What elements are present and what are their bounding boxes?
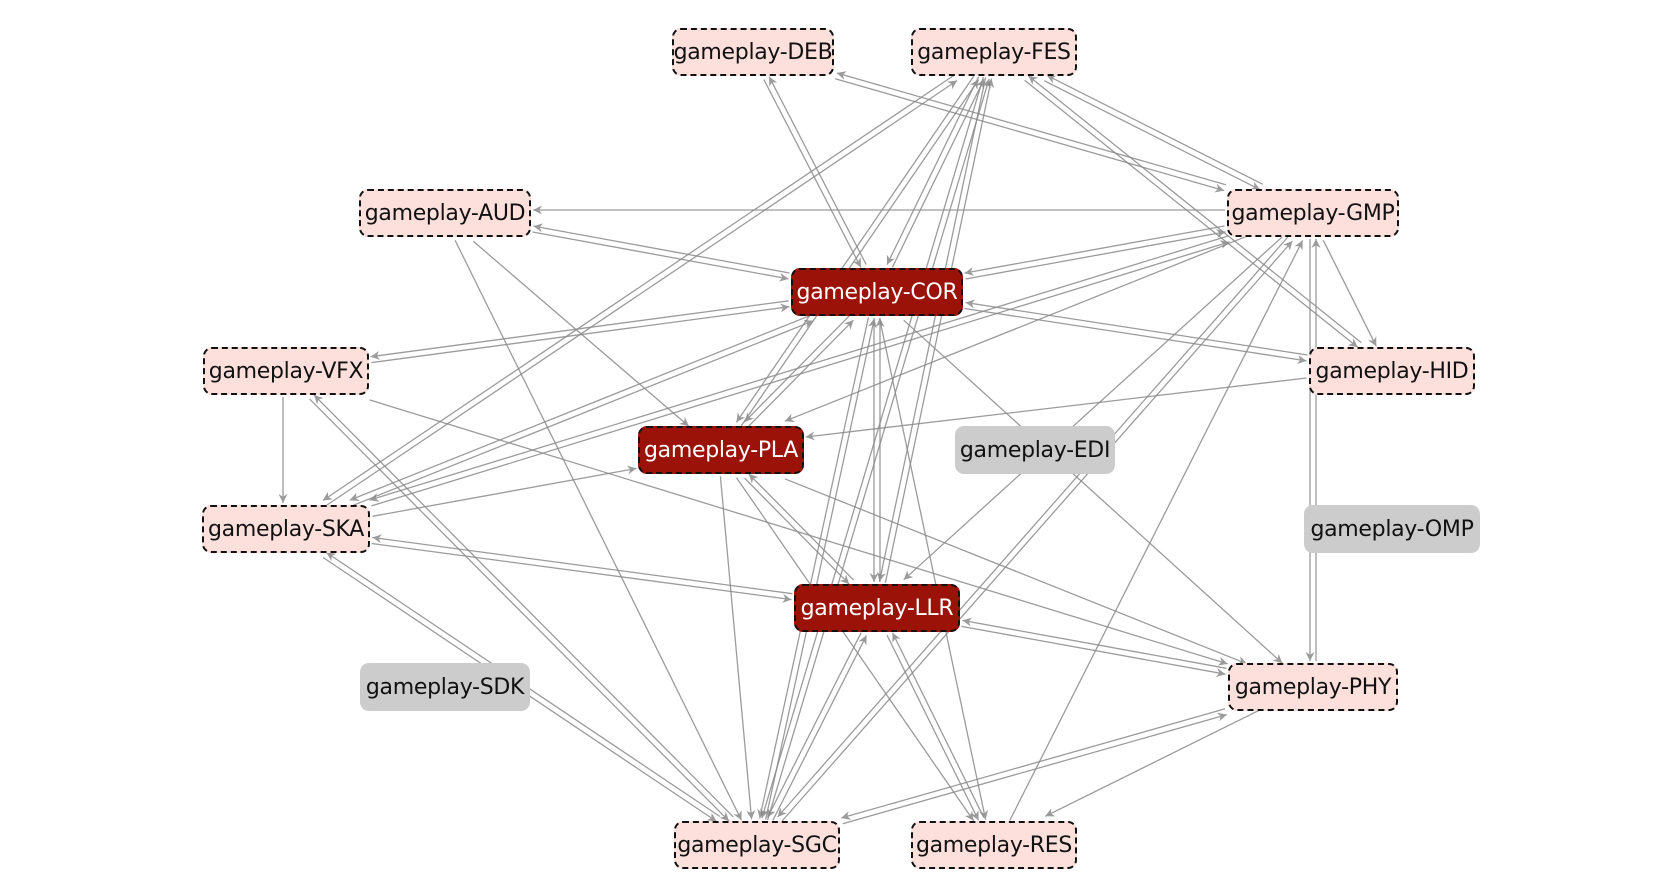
- edge-res-to-llr: [891, 632, 985, 818]
- edge-sgc-to-llr: [772, 635, 868, 821]
- edge-pla-to-phy: [784, 478, 1248, 665]
- edge-gmp-to-sgc: [777, 236, 1289, 818]
- edge-pla-to-llr: [744, 477, 850, 585]
- edge-fes-to-gmp: [1043, 80, 1261, 191]
- edge-layer: [278, 71, 1377, 825]
- node-label: gameplay-DEB: [673, 39, 833, 65]
- node-gameplay-sgc[interactable]: gameplay-SGC: [674, 821, 840, 869]
- edge-cor-to-aud: [533, 223, 790, 274]
- edge-ska-to-pla: [372, 465, 637, 517]
- edge-cor-to-fes: [891, 79, 985, 268]
- node-label: gameplay-HID: [1315, 358, 1469, 384]
- edge-fes-to-sgc: [760, 76, 985, 819]
- edge-deb-to-cor: [763, 79, 862, 268]
- node-gameplay-llr[interactable]: gameplay-LLR: [794, 584, 960, 632]
- node-gameplay-cor[interactable]: gameplay-COR: [791, 268, 963, 316]
- edge-aud-to-cor: [532, 231, 789, 282]
- node-label: gameplay-SKA: [208, 516, 364, 542]
- node-label: gameplay-RES: [915, 832, 1073, 858]
- edge-phy-to-res: [1044, 709, 1260, 817]
- edge-cor-to-res: [878, 318, 989, 820]
- edge-deb-to-gmp: [835, 78, 1225, 193]
- node-label: gameplay-OMP: [1310, 516, 1474, 542]
- edge-llr-to-fes: [884, 78, 995, 583]
- edge-gmp-to-pla: [784, 235, 1248, 423]
- edge-cor-to-sgc: [757, 317, 870, 819]
- node-label: gameplay-VFX: [208, 358, 364, 384]
- edge-sgc-to-gmp: [781, 240, 1293, 822]
- edge-cor-to-deb: [768, 76, 867, 265]
- edge-ska-to-cor: [351, 319, 814, 507]
- edge-cor-to-phy: [903, 319, 1283, 664]
- edge-gmp-to-hid: [1322, 240, 1377, 347]
- edge-res-to-gmp: [1009, 240, 1304, 821]
- edge-gmp-to-ska: [369, 235, 1228, 502]
- edge-vfx-to-cor: [371, 303, 790, 364]
- edge-llr-to-sgc: [766, 632, 862, 818]
- edge-hid-to-cor: [965, 299, 1308, 356]
- node-gameplay-ska[interactable]: gameplay-SKA: [202, 505, 370, 553]
- node-gameplay-omp[interactable]: gameplay-OMP: [1304, 505, 1480, 553]
- node-gameplay-pla[interactable]: gameplay-PLA: [638, 426, 804, 474]
- edge-sgc-to-vfx: [313, 394, 734, 818]
- edge-aud-to-sgc: [454, 240, 743, 821]
- edge-fes-to-ska: [322, 74, 955, 502]
- node-label: gameplay-SDK: [365, 674, 525, 700]
- edge-cor-to-vfx: [370, 300, 789, 360]
- node-label: gameplay-COR: [796, 279, 958, 305]
- edge-gmp-to-cor: [964, 225, 1225, 276]
- node-label: gameplay-AUD: [364, 200, 526, 226]
- edge-fes-to-pla: [735, 75, 975, 423]
- edge-cor-to-hid: [964, 307, 1307, 364]
- node-label: gameplay-PHY: [1234, 674, 1392, 700]
- edge-gmp-to-fes: [1046, 74, 1264, 185]
- node-gameplay-gmp[interactable]: gameplay-GMP: [1227, 189, 1399, 237]
- edge-ska-to-fes: [325, 79, 958, 507]
- edge-cor-to-pla: [744, 315, 850, 423]
- edge-llr-to-pla: [748, 473, 854, 581]
- edge-vfx-to-sgc: [309, 398, 730, 822]
- edge-fes-to-cor: [886, 76, 980, 265]
- node-gameplay-aud[interactable]: gameplay-AUD: [359, 189, 531, 237]
- edge-cor-to-ska: [349, 314, 812, 502]
- node-gameplay-phy[interactable]: gameplay-PHY: [1228, 663, 1398, 711]
- edge-phy-to-sgc: [841, 708, 1226, 820]
- edge-gmp-to-deb: [836, 71, 1226, 186]
- node-gameplay-deb[interactable]: gameplay-DEB: [672, 28, 834, 76]
- node-gameplay-fes[interactable]: gameplay-FES: [911, 28, 1077, 76]
- node-label: gameplay-GMP: [1231, 200, 1395, 226]
- edge-pla-to-sgc: [719, 476, 756, 820]
- node-label: gameplay-PLA: [643, 437, 799, 463]
- node-gameplay-sdk[interactable]: gameplay-SDK: [360, 663, 530, 711]
- edge-pla-to-fes: [740, 79, 980, 427]
- edge-cor-to-gmp: [965, 229, 1226, 280]
- edge-sgc-to-fes: [766, 78, 991, 821]
- node-label: gameplay-LLR: [800, 595, 954, 621]
- edge-llr-to-ska: [372, 534, 793, 595]
- node-label: gameplay-FES: [917, 39, 1071, 65]
- edge-llr-to-phy: [961, 625, 1226, 678]
- node-gameplay-edi[interactable]: gameplay-EDI: [955, 426, 1115, 474]
- node-gameplay-hid[interactable]: gameplay-HID: [1309, 347, 1475, 395]
- edge-sgc-to-phy: [842, 712, 1227, 825]
- edge-sgc-to-cor: [764, 318, 877, 820]
- edge-gmp-to-llr: [903, 236, 1283, 581]
- edge-pla-to-res: [735, 477, 975, 822]
- edge-hid-to-fes: [1027, 75, 1362, 344]
- edge-phy-to-llr: [962, 617, 1227, 669]
- edge-hid-to-pla: [805, 377, 1307, 441]
- edge-fes-to-llr: [876, 77, 987, 582]
- node-gameplay-res[interactable]: gameplay-RES: [911, 821, 1077, 869]
- node-label: gameplay-EDI: [959, 437, 1111, 463]
- node-label: gameplay-SGC: [677, 832, 837, 858]
- edge-fes-to-hid: [1024, 79, 1359, 348]
- edge-ska-to-llr: [371, 542, 792, 603]
- edge-pla-to-cor: [748, 319, 854, 427]
- node-gameplay-vfx[interactable]: gameplay-VFX: [203, 347, 369, 395]
- edge-vfx-to-phy: [369, 399, 1228, 666]
